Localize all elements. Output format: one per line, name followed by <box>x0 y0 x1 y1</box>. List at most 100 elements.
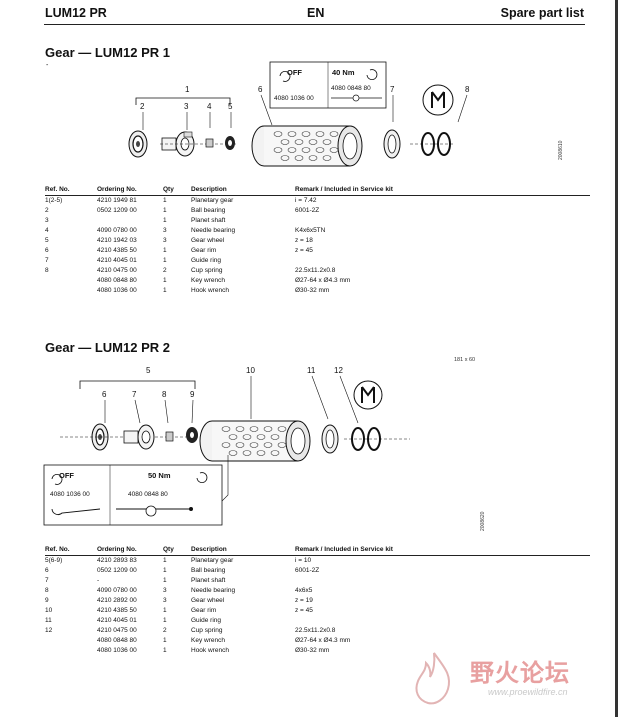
table-cell: 4080 1036 00 <box>97 647 137 654</box>
dimension-note: 181 x 60 <box>454 357 476 363</box>
gear-wheel-part <box>186 427 198 443</box>
gear-rim-part <box>199 420 311 462</box>
table-cell: 5(6-9) <box>45 557 63 564</box>
table-cell: 3 <box>163 227 167 234</box>
table-header-row: Ref. No. Ordering No. Qty Description Re… <box>45 545 590 556</box>
col-qty: Qty <box>163 545 191 556</box>
table-cell: 3 <box>163 597 167 604</box>
header-rule <box>44 24 585 25</box>
spring-orientation-detail <box>353 380 383 410</box>
table-cell: Planetary gear <box>191 557 234 564</box>
callout-2: 2 <box>140 102 145 130</box>
table-cell: Cup spring <box>191 627 223 634</box>
table-cell: 1 <box>163 637 167 644</box>
needle-bearing-part <box>165 431 174 442</box>
table-cell: Ø27-64 x Ø4.3 mm <box>295 637 351 644</box>
figure-code-pr1: 2008610 <box>558 140 564 160</box>
table-cell: 4 <box>45 227 49 234</box>
parts-table-pr2: Ref. No. Ordering No. Qty Description Re… <box>45 545 590 656</box>
parts-table-pr1: Ref. No. Ordering No. Qty Description Re… <box>45 185 590 296</box>
table-cell: Hook wrench <box>191 647 229 654</box>
table-cell: i = 7.42 <box>295 197 317 204</box>
table-cell: 6001-2Z <box>295 567 320 574</box>
table-cell <box>97 216 163 226</box>
table-cell: 4210 2892 00 <box>97 597 137 604</box>
callout-12: 12 <box>334 366 359 424</box>
svg-text:12: 12 <box>334 366 343 375</box>
table-cell: 12 <box>45 627 53 634</box>
tool-box-pr1: OFF 40 Nm 4080 1036 00 4080 0848 80 <box>269 61 387 109</box>
rotate-cw-icon <box>196 472 208 483</box>
svg-text:7: 7 <box>390 85 395 94</box>
svg-text:6: 6 <box>102 390 107 399</box>
col-ordering-no: Ordering No. <box>97 185 163 196</box>
table-cell: 4210 2893 83 <box>97 557 137 564</box>
table-cell <box>295 576 590 586</box>
table-cell: 9 <box>45 597 49 604</box>
callout-6: 6 <box>102 390 107 423</box>
table-cell: 2 <box>163 267 167 274</box>
table-row: 4080 1036 00 1 Hook wrench Ø30-32 mm <box>45 646 590 656</box>
off-label: OFF <box>59 471 74 480</box>
table-cell: Planet shaft <box>191 217 226 224</box>
table-cell: K4x6x5TN <box>295 227 326 234</box>
table-cell: 1(2-5) <box>45 197 63 204</box>
table-cell: 6 <box>45 567 49 574</box>
col-description: Description <box>191 545 295 556</box>
table-cell: 4210 0475 00 <box>97 627 137 634</box>
table-cell: 3 <box>163 587 167 594</box>
rotate-ccw-icon <box>279 71 291 82</box>
table-cell: 4210 1949 81 <box>97 197 137 204</box>
header-model: LUM12 PR <box>45 6 107 20</box>
table-cell: Ø30-32 mm <box>295 647 330 654</box>
callout-7: 7 <box>390 85 395 122</box>
table-cell: 4210 1942 03 <box>97 237 137 244</box>
table-cell: Ø27-64 x Ø4.3 mm <box>295 277 351 284</box>
callout-1: 1 <box>135 85 231 105</box>
table-cell: 6 <box>45 247 49 254</box>
table-cell: Ball bearing <box>191 207 226 214</box>
table-cell: 4210 4045 01 <box>97 257 137 264</box>
table-cell: - <box>97 577 100 584</box>
table-cell <box>45 636 97 646</box>
table-cell: 11 <box>45 617 52 624</box>
table-cell: 1 <box>163 207 167 214</box>
rotate-ccw-icon <box>51 474 63 485</box>
svg-text:5: 5 <box>146 366 151 375</box>
rotate-cw-icon <box>366 69 378 80</box>
exploded-view-pr2: 5 6 7 8 9 10 11 12 <box>43 366 486 531</box>
table-cell: 1 <box>163 557 167 564</box>
header-language: EN <box>307 6 325 20</box>
callout-4: 4 <box>207 102 212 128</box>
table-cell <box>295 216 590 226</box>
table-cell: 1 <box>163 277 167 284</box>
table-cell: 1 <box>163 567 167 574</box>
table-cell: Gear rim <box>191 607 217 614</box>
table-cell: 1 <box>163 647 167 654</box>
table-cell: 8 <box>45 267 49 274</box>
torque-label: 40 Nm <box>332 68 355 77</box>
table-cell: z = 45 <box>295 607 313 614</box>
planet-carrier-part <box>60 424 210 450</box>
table-cell: Needle bearing <box>191 227 236 234</box>
col-ref-no: Ref. No. <box>45 545 97 556</box>
table-cell <box>295 616 590 626</box>
table-cell <box>45 286 97 296</box>
callout-8: 8 <box>457 85 470 123</box>
svg-text:3: 3 <box>184 102 189 111</box>
gear-wheel-part <box>225 136 235 150</box>
tool-box-pr2: OFF 50 Nm 4080 1036 00 4080 0848 80 <box>43 464 223 526</box>
watermark-url: www.proewildfire.cn <box>488 687 568 697</box>
table-cell: 1 <box>163 287 167 294</box>
page-edge-shadow <box>615 0 618 717</box>
